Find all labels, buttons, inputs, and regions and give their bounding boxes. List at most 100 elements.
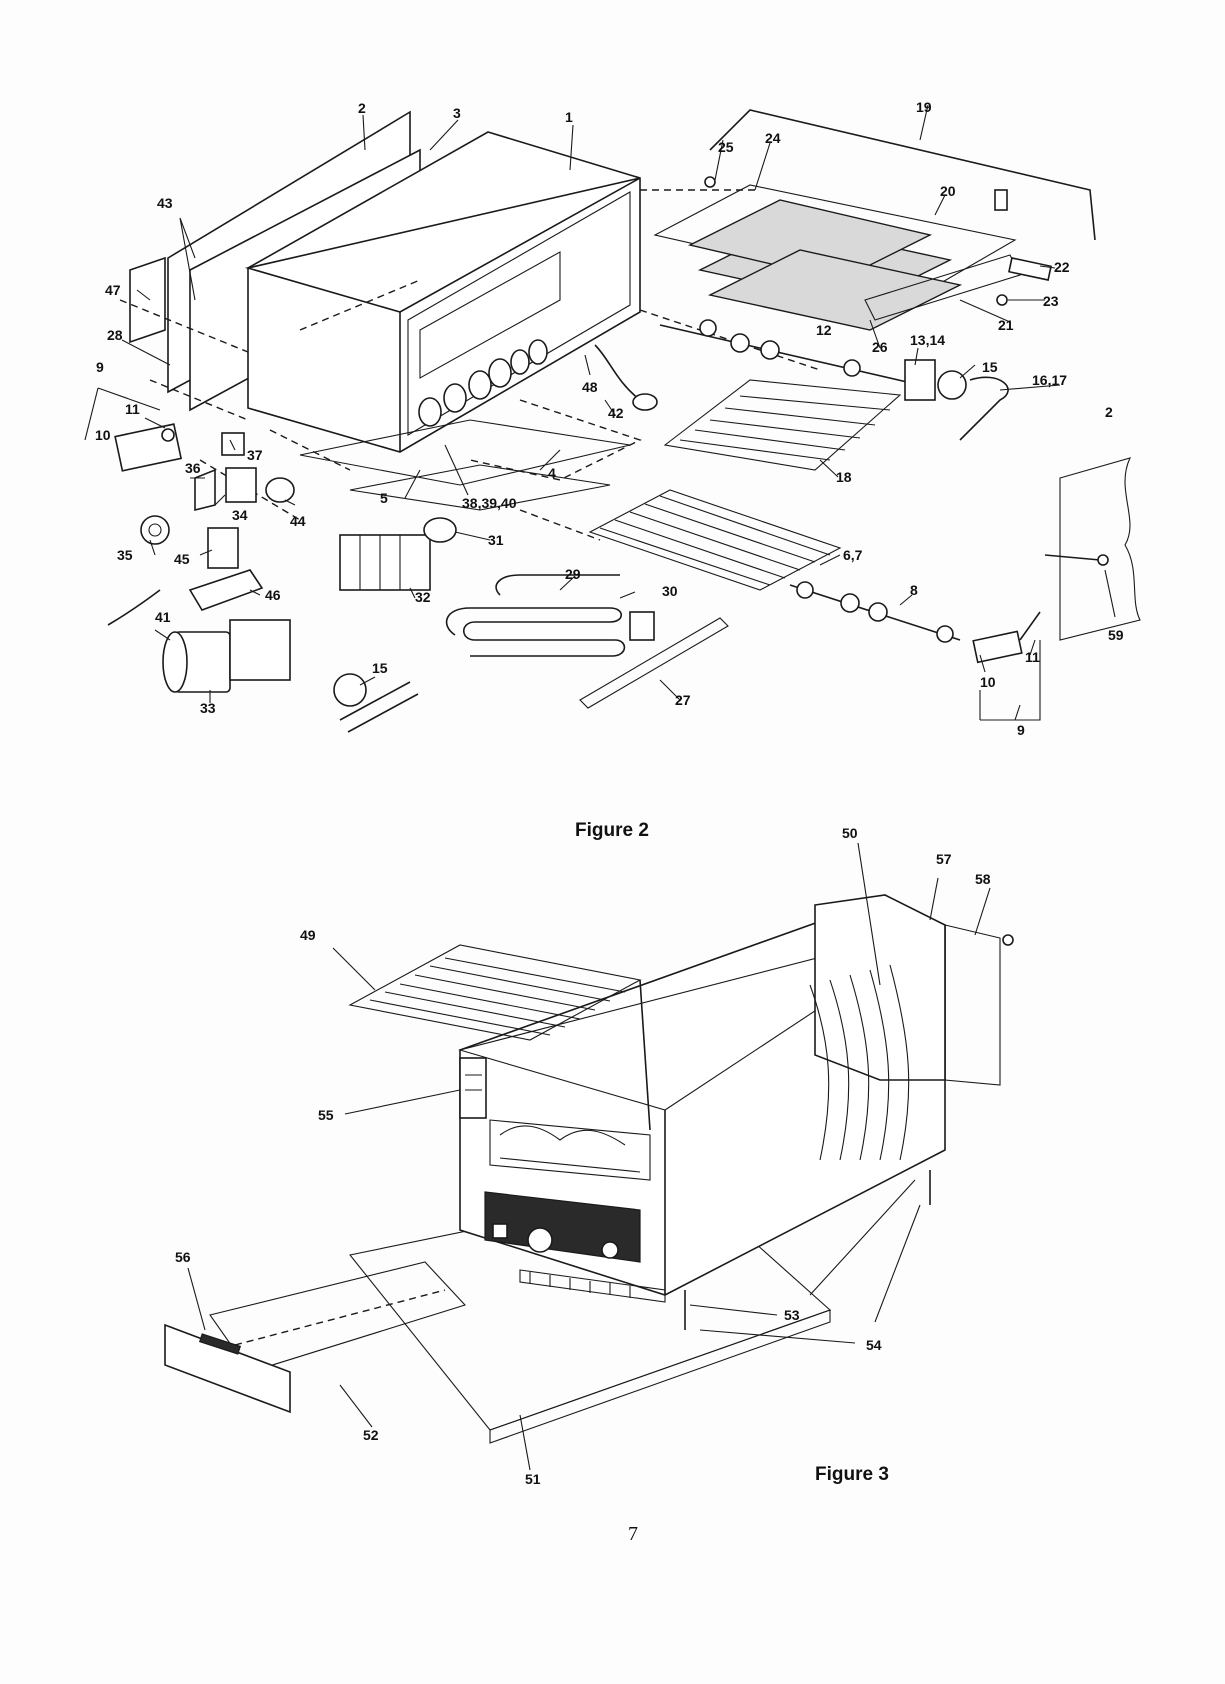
- callout-18: 18: [836, 469, 852, 485]
- callout-11: 11: [125, 401, 140, 417]
- callout-54: 54: [866, 1337, 882, 1353]
- callout-34: 34: [232, 507, 248, 523]
- screw-59: [1097, 554, 1109, 566]
- callout-15-right: 15: [982, 359, 998, 375]
- callout-52: 52: [363, 1427, 379, 1443]
- callout-24: 24: [765, 130, 781, 146]
- callout-35: 35: [117, 547, 133, 563]
- callout-47: 47: [105, 282, 121, 298]
- chain-16-17: [959, 376, 1009, 441]
- callout-12: 12: [816, 322, 832, 338]
- base-plate: [299, 419, 631, 486]
- callout-48: 48: [582, 379, 598, 395]
- sprocket-15: [333, 673, 367, 707]
- callout-8: 8: [910, 582, 918, 598]
- callout-29: 29: [565, 566, 581, 582]
- front-face: [407, 191, 631, 436]
- callout-41: 41: [155, 609, 171, 625]
- callout-43: 43: [157, 195, 173, 211]
- side-rail: [864, 254, 1021, 321]
- callout-10-right: 10: [980, 674, 996, 690]
- switch-34: [225, 467, 257, 503]
- reflector-20: [687, 199, 963, 331]
- toaster-opening: [489, 1119, 651, 1181]
- callout-36: 36: [185, 460, 201, 476]
- callout-21: 21: [998, 317, 1014, 333]
- pilot-light-44: [265, 477, 295, 503]
- control-knob: [418, 397, 442, 427]
- figure-2-diagram: 1 2 3 43 47 28 9 11 10 37 36 34 44 35 45…: [84, 99, 1141, 841]
- rack-18: [663, 379, 902, 471]
- callout-50: 50: [842, 825, 858, 841]
- callout-4: 4: [548, 465, 556, 481]
- callout-19: 19: [916, 99, 932, 115]
- callout-45: 45: [174, 551, 190, 567]
- sprocket-15b: [937, 370, 967, 400]
- leader-lines: [84, 104, 1116, 721]
- pin: [994, 189, 1008, 211]
- gearbox: [229, 619, 291, 681]
- screw-58: [1002, 934, 1014, 946]
- side-panel-47: [129, 256, 166, 344]
- callout-27: 27: [675, 692, 691, 708]
- callout-6-7: 6,7: [843, 547, 863, 563]
- leader-lines-fig3: [187, 842, 991, 1471]
- callout-20: 20: [940, 183, 956, 199]
- terminal-46: [188, 569, 264, 611]
- rear-cover-57: [814, 894, 946, 1081]
- callout-32: 32: [415, 589, 431, 605]
- callout-9: 9: [96, 359, 104, 375]
- callout-37: 37: [247, 447, 263, 463]
- power-light: [601, 1241, 619, 1259]
- callout-30: 30: [662, 583, 678, 599]
- callout-33: 33: [200, 700, 216, 716]
- side-panel-2: [1059, 457, 1141, 641]
- discharge-chute-50: [809, 964, 910, 1161]
- label-strip-55: [459, 1057, 487, 1119]
- thermostat-31: [423, 517, 457, 543]
- callout-58: 58: [975, 871, 991, 887]
- callout-44: 44: [290, 513, 306, 529]
- callout-22: 22: [1054, 259, 1070, 275]
- terminal-block-32: [339, 534, 431, 591]
- housing: [247, 131, 641, 453]
- callout-2-right: 2: [1105, 404, 1113, 420]
- bracket-36: [194, 468, 216, 512]
- thermostat-35: [140, 515, 170, 545]
- callout-28: 28: [107, 327, 123, 343]
- figure-3-diagram: 50 57 58 49 55 56 52 51 53 54 Figure 3: [164, 825, 1014, 1487]
- figure-2-caption: Figure 2: [575, 820, 649, 841]
- wire-41: [107, 589, 161, 626]
- callout-57: 57: [936, 851, 952, 867]
- callout-2: 2: [358, 100, 366, 116]
- callout-13-14: 13,14: [910, 332, 945, 348]
- callout-15-left: 15: [372, 660, 388, 676]
- element-bracket-27: [579, 617, 729, 709]
- callout-25: 25: [718, 139, 734, 155]
- callout-51: 51: [525, 1471, 541, 1487]
- assembly-bracket-19: [709, 109, 1096, 241]
- page-number: 7: [628, 1523, 638, 1545]
- control-panel: [484, 1191, 641, 1263]
- relay-45: [207, 527, 239, 569]
- callout-59: 59: [1108, 627, 1124, 643]
- callout-31: 31: [488, 532, 504, 548]
- screw-23: [996, 294, 1008, 306]
- callout-42: 42: [608, 405, 624, 421]
- screw-25: [704, 176, 716, 188]
- callout-56: 56: [175, 1249, 191, 1265]
- drive-shaft-12: [659, 324, 921, 386]
- callout-46: 46: [265, 587, 281, 603]
- figure-3-caption: Figure 3: [815, 1464, 889, 1485]
- switch-37: [221, 432, 245, 456]
- callout-11-right: 11: [1025, 649, 1040, 665]
- callout-49: 49: [300, 927, 316, 943]
- callout-53: 53: [784, 1307, 800, 1323]
- bearing-13-14: [904, 359, 936, 401]
- feed-rack-49: [348, 944, 651, 1131]
- callout-9-right: 9: [1017, 722, 1025, 738]
- callout-38-39-40: 38,39,40: [462, 495, 517, 511]
- clip-22: [1008, 257, 1052, 281]
